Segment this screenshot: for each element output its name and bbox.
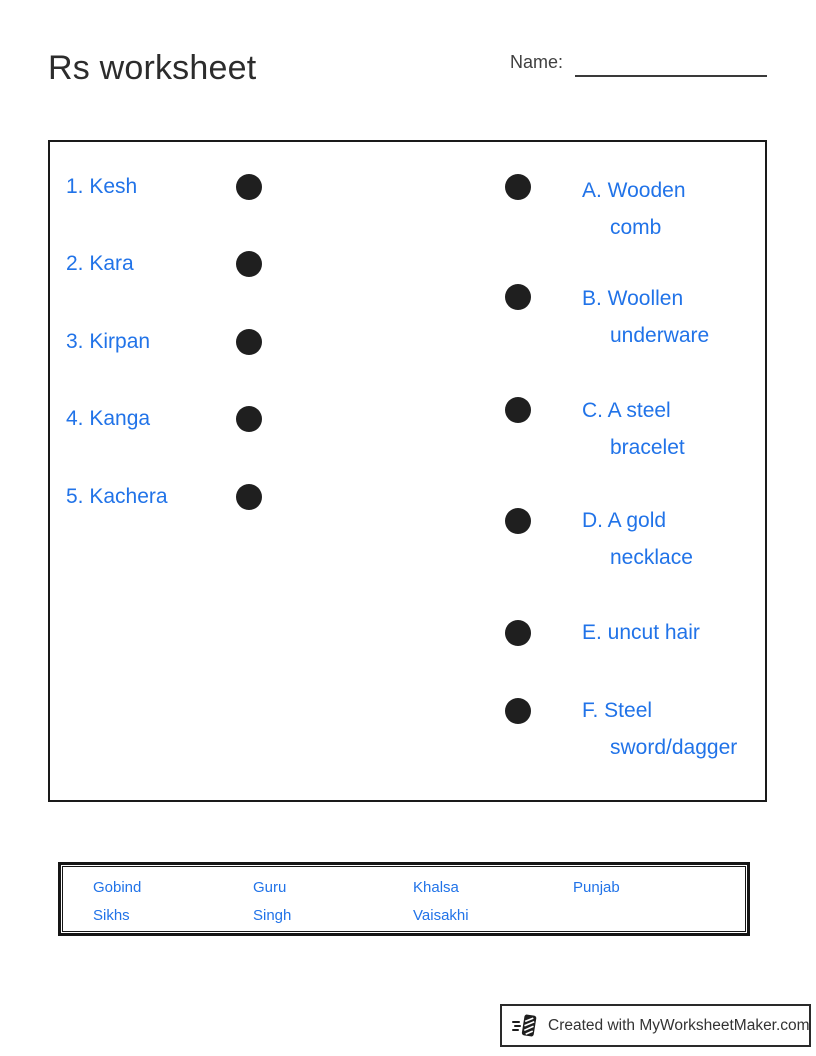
word-gobind: Gobind bbox=[93, 878, 142, 896]
match-item-2: 2. Kara bbox=[66, 252, 134, 275]
answer-c-label: C. A steel bracelet bbox=[582, 399, 685, 459]
answer-f-label: F. Steel sword/dagger bbox=[582, 699, 738, 759]
word-guru: Guru bbox=[253, 878, 287, 896]
matching-box: 1. Kesh 2. Kara 3. Kirpan 4. Kanga 5. Ka… bbox=[48, 140, 767, 802]
word-punjab: Punjab bbox=[573, 878, 620, 896]
word-bank-row-2: Sikhs Singh Vaisakhi bbox=[93, 901, 745, 929]
word-bank: Gobind Guru Khalsa Punjab Sikhs Singh Va… bbox=[58, 862, 750, 936]
word-sikhs: Sikhs bbox=[93, 906, 130, 924]
match-dot-left-2[interactable] bbox=[236, 251, 262, 277]
answer-e-label: E. uncut hair bbox=[582, 621, 700, 644]
match-item-1: 1. Kesh bbox=[66, 175, 138, 198]
worksheet-maker-logo-icon bbox=[512, 1014, 537, 1036]
match-dot-right-c[interactable] bbox=[505, 397, 531, 423]
match-dot-right-d[interactable] bbox=[505, 508, 531, 534]
answer-d-label: D. A gold necklace bbox=[582, 509, 693, 569]
word-vaisakhi: Vaisakhi bbox=[413, 906, 469, 924]
match-item-3: 3. Kirpan bbox=[66, 330, 151, 353]
worksheet-title: Rs worksheet bbox=[48, 49, 257, 87]
word-bank-inner: Gobind Guru Khalsa Punjab Sikhs Singh Va… bbox=[62, 866, 746, 932]
credit-text: Created with MyWorksheetMaker.com bbox=[548, 1016, 810, 1034]
match-item-5: 5. Kachera bbox=[66, 485, 168, 508]
answer-a-label: A. Wooden comb bbox=[582, 179, 686, 239]
name-blank-line[interactable] bbox=[575, 56, 767, 77]
answer-b-label: B. Woollen underware bbox=[582, 287, 710, 347]
match-dot-left-3[interactable] bbox=[236, 329, 262, 355]
word-bank-row-1: Gobind Guru Khalsa Punjab bbox=[93, 873, 745, 901]
match-dot-right-f[interactable] bbox=[505, 698, 531, 724]
word-singh: Singh bbox=[253, 906, 292, 924]
credit-badge[interactable]: Created with MyWorksheetMaker.com bbox=[500, 1004, 811, 1047]
match-dot-right-b[interactable] bbox=[505, 284, 531, 310]
match-dot-left-1[interactable] bbox=[236, 174, 262, 200]
match-dot-left-5[interactable] bbox=[236, 484, 262, 510]
match-dot-right-e[interactable] bbox=[505, 620, 531, 646]
word-khalsa: Khalsa bbox=[413, 878, 459, 896]
match-item-4: 4. Kanga bbox=[66, 407, 151, 430]
match-dot-right-a[interactable] bbox=[505, 174, 531, 200]
match-dot-left-4[interactable] bbox=[236, 406, 262, 432]
name-label: Name: bbox=[510, 52, 564, 72]
